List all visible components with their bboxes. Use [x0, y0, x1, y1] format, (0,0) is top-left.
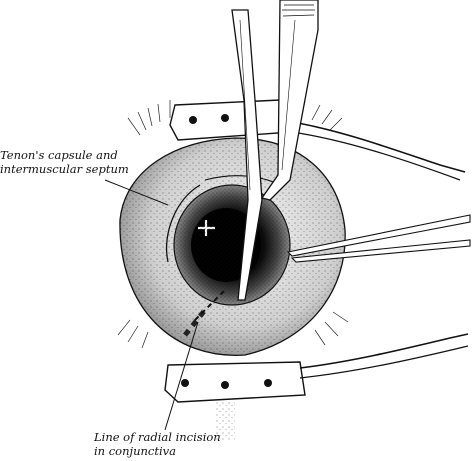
speculum-wire-upper [291, 121, 466, 173]
speculum-wire-lower [299, 333, 469, 369]
lower-eyelashes [117, 311, 349, 349]
label-radial-incision: Line of radial incision in conjunctiva [94, 430, 221, 458]
label-tenons-line1: Tenon's capsule and [0, 148, 118, 162]
lower-speculum-blade [164, 361, 306, 403]
label-incision-line2: in conjunctiva [94, 444, 176, 458]
label-tenons-line2: intermuscular septum [0, 162, 129, 176]
forceps [231, 0, 319, 301]
fine-forceps-right [286, 214, 471, 263]
leader-line-incision [164, 321, 199, 431]
leader-line-tenon [104, 179, 169, 206]
label-tenons-capsule: Tenon's capsule and intermuscular septum [0, 148, 129, 176]
upper-speculum-blade [169, 99, 293, 141]
radial-incision-line [194, 289, 226, 321]
tenons-capsule [165, 184, 201, 263]
label-incision-line1: Line of radial incision [94, 430, 221, 444]
